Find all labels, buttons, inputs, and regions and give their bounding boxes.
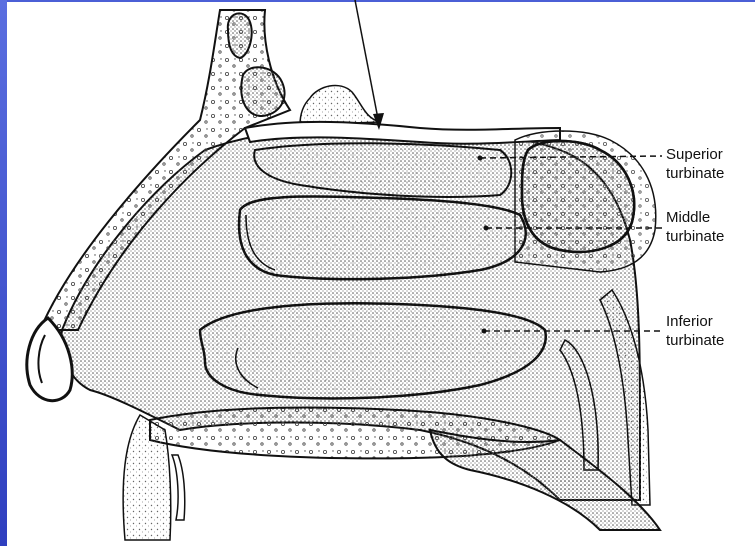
label-superior-turbinate: Superior turbinate [666, 145, 724, 183]
nasal-dorsum [300, 85, 380, 125]
frontal-sinus-lower [241, 67, 284, 116]
upper-lip [123, 415, 171, 540]
incisor [172, 455, 185, 520]
label-inferior-turbinate: Inferior turbinate [666, 312, 724, 350]
middle-turbinate [239, 196, 526, 279]
label-middle-turbinate: Middle turbinate [666, 208, 724, 246]
frontal-sinus-upper [228, 13, 252, 58]
